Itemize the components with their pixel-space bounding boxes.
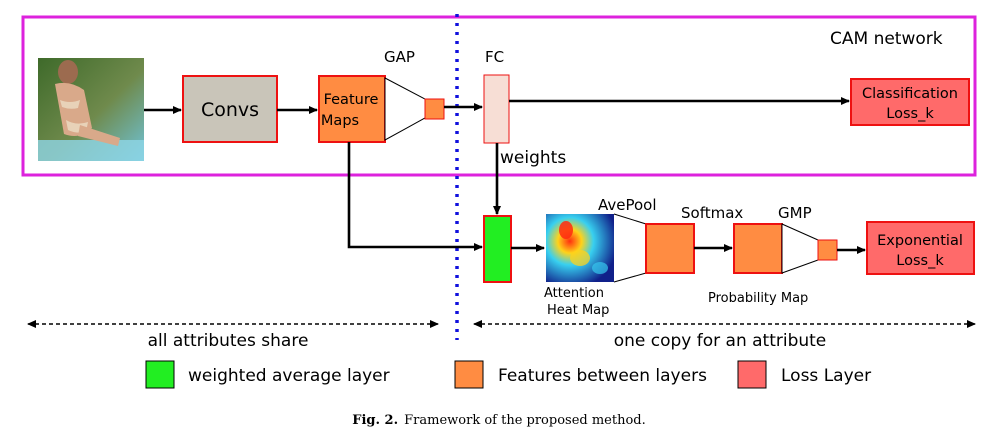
feature-maps-box	[318, 75, 386, 143]
cam-network-label: CAM network	[830, 29, 943, 49]
probability-map-label: Probability Map	[708, 291, 808, 306]
avepool-funnel-top	[613, 213, 647, 225]
attention-label-line1: Attention	[544, 286, 604, 301]
weights-label: weights	[500, 148, 566, 168]
legend-swatch-weighted-average	[145, 360, 175, 389]
classification-loss-box	[850, 78, 970, 126]
caption-label: Fig. 2.	[352, 413, 398, 428]
gap-output	[424, 98, 445, 120]
avepool-label: AvePool	[598, 196, 657, 214]
legend-swatch-loss	[737, 360, 767, 389]
figure-caption: Fig. 2. Framework of the proposed method.	[352, 413, 646, 428]
gap-label: GAP	[384, 48, 415, 66]
span-right-label: one copy for an attribute	[614, 331, 827, 351]
gmp-output	[817, 239, 838, 261]
fc-box	[483, 74, 510, 144]
avepool-funnel-bottom	[613, 272, 647, 283]
exponential-loss-label-line2: Loss_k	[896, 253, 944, 269]
gmp-funnel	[781, 223, 819, 274]
avepool-box	[645, 223, 695, 274]
cam-network-frame	[21, 15, 977, 177]
classification-loss-label-line1: Classification	[862, 86, 958, 102]
exponential-loss-label-line1: Exponential	[877, 233, 963, 249]
convs-label: Convs	[201, 99, 259, 121]
feature-maps-label-line1: Feature	[324, 92, 379, 108]
input-image	[38, 58, 144, 161]
arrow-feature-to-weighted	[347, 142, 483, 251]
feature-maps-label-line2: Maps	[321, 113, 359, 129]
attention-heat-map	[546, 214, 614, 282]
legend-label-loss: Loss Layer	[781, 366, 871, 386]
classification-loss-label-line2: Loss_k	[886, 106, 934, 122]
legend-swatch-features	[454, 360, 484, 389]
exponential-loss-box	[866, 221, 975, 275]
gmp-label: GMP	[778, 204, 812, 222]
attention-label-line2: Heat Map	[547, 303, 609, 318]
legend-label-features: Features between layers	[498, 366, 707, 386]
softmax-box	[733, 223, 783, 274]
gap-funnel	[384, 77, 426, 141]
fc-label: FC	[485, 48, 504, 66]
caption-text: Framework of the proposed method.	[404, 413, 646, 428]
convs-box	[182, 75, 278, 143]
softmax-label: Softmax	[681, 204, 743, 222]
legend-label-weighted-average: weighted average layer	[188, 366, 390, 386]
span-left-label: all attributes share	[148, 331, 309, 351]
weighted-average-layer	[483, 215, 512, 283]
